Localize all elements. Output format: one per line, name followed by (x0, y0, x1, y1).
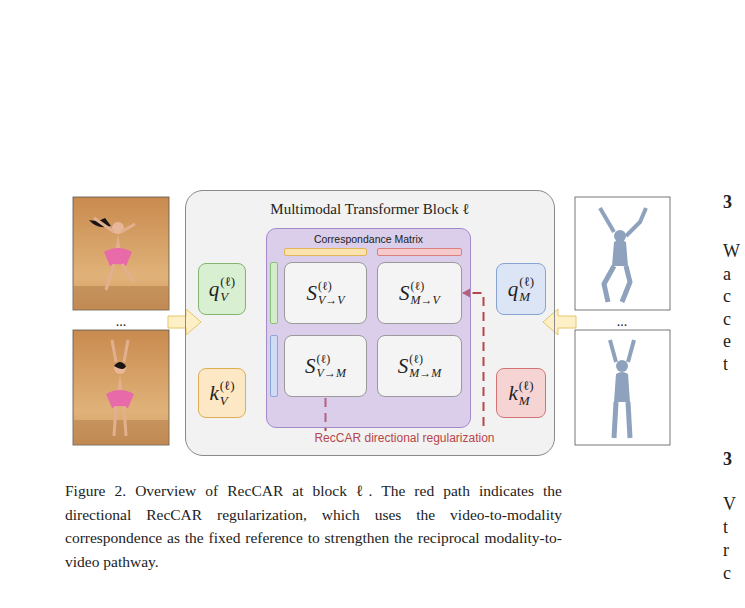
page-fragment: V (723, 495, 736, 515)
page-fragment: c (723, 310, 731, 330)
ellipsis: ... (617, 314, 628, 329)
subscript: V→V (318, 294, 345, 306)
matrix-block: S(ℓ) V→M (284, 335, 367, 397)
color-bar (377, 248, 462, 256)
math-label: k(ℓ) M (497, 369, 545, 417)
query-box: q(ℓ) V (198, 263, 246, 315)
block-ground (185, 190, 555, 456)
page-fragment: a (723, 265, 731, 285)
math-label: S(ℓ) V→M (285, 336, 366, 396)
edge-label: RecCAR directional regularization (311, 431, 497, 445)
figure-caption: Figure 2. Overview of RecCAR at block ℓ.… (65, 479, 562, 574)
math-label: S(ℓ) M→M (378, 336, 461, 396)
query-box: q(ℓ) M (496, 263, 546, 315)
math-script: (ℓ) V (220, 379, 235, 407)
page-fragment: t (723, 355, 728, 375)
subscript: M→M (409, 367, 441, 379)
region-title: Correspondance Matrix (267, 233, 470, 245)
superscript: (ℓ) (411, 280, 440, 292)
color-bar (270, 262, 278, 324)
key-box: k(ℓ) V (198, 368, 246, 418)
math-label: S(ℓ) M→V (378, 263, 461, 323)
math-symbol: k (508, 383, 517, 404)
math-symbol: S (398, 356, 409, 377)
page-fragment: c (723, 287, 731, 307)
matrix-block: S(ℓ) V→V (284, 262, 367, 324)
math-label: k(ℓ) V (199, 369, 245, 417)
math-symbol: S (306, 283, 317, 304)
video-frame (73, 330, 169, 445)
math-script: (ℓ) V→V (318, 280, 345, 306)
math-script: (ℓ) M→V (411, 280, 440, 306)
math-script: (ℓ) M→M (409, 353, 441, 379)
transformer-block: Multimodal Transformer Block ℓq(ℓ)Vk(ℓ)V… (185, 190, 555, 456)
math-script: (ℓ) M (519, 275, 534, 303)
video-frame (73, 197, 169, 310)
math-label: q(ℓ) V (199, 264, 245, 314)
superscript: (ℓ) (220, 379, 235, 392)
superscript: (ℓ) (409, 353, 441, 365)
page-fragment: 3 (723, 450, 732, 470)
subscript: M→V (411, 294, 440, 306)
matrix-block: S(ℓ) M→M (377, 335, 462, 397)
subscript: M (519, 394, 534, 407)
math-script: (ℓ) V (220, 275, 235, 303)
page-fragment: W (723, 242, 740, 262)
math-label: S(ℓ) V→V (285, 263, 366, 323)
superscript: (ℓ) (317, 353, 346, 365)
page-fragment: 3 (723, 193, 732, 213)
math-symbol: q (508, 279, 519, 300)
superscript: (ℓ) (519, 379, 534, 392)
superscript: (ℓ) (519, 275, 534, 288)
subscript: M (519, 290, 534, 303)
mesh-frame (575, 197, 670, 445)
math-symbol: k (209, 383, 218, 404)
subscript: V (220, 290, 235, 303)
page-fragment: e (723, 332, 731, 352)
page-fragment: c (723, 564, 731, 584)
color-bar (270, 335, 278, 397)
page-fragment: r (723, 541, 729, 561)
ellipsis: ... (116, 314, 127, 329)
superscript: (ℓ) (318, 280, 345, 292)
superscript: (ℓ) (220, 275, 235, 288)
key-box: k(ℓ) M (496, 368, 546, 418)
math-script: (ℓ) V→M (317, 353, 346, 379)
block-title: Multimodal Transformer Block ℓ (186, 201, 554, 218)
math-symbol: S (399, 283, 410, 304)
color-bar (284, 248, 367, 256)
math-symbol: q (209, 279, 220, 300)
correspondence-region: Correspondance MatrixS(ℓ)V→VS(ℓ)M→VS(ℓ)V… (266, 228, 471, 428)
page-fragment: t (723, 518, 728, 538)
input-arrow (543, 309, 576, 335)
math-script: (ℓ) M (519, 379, 534, 407)
subscript: V (220, 394, 235, 407)
subscript: V→M (317, 367, 346, 379)
matrix-block: S(ℓ) M→V (377, 262, 462, 324)
math-symbol: S (305, 356, 316, 377)
math-label: q(ℓ) M (497, 264, 545, 314)
